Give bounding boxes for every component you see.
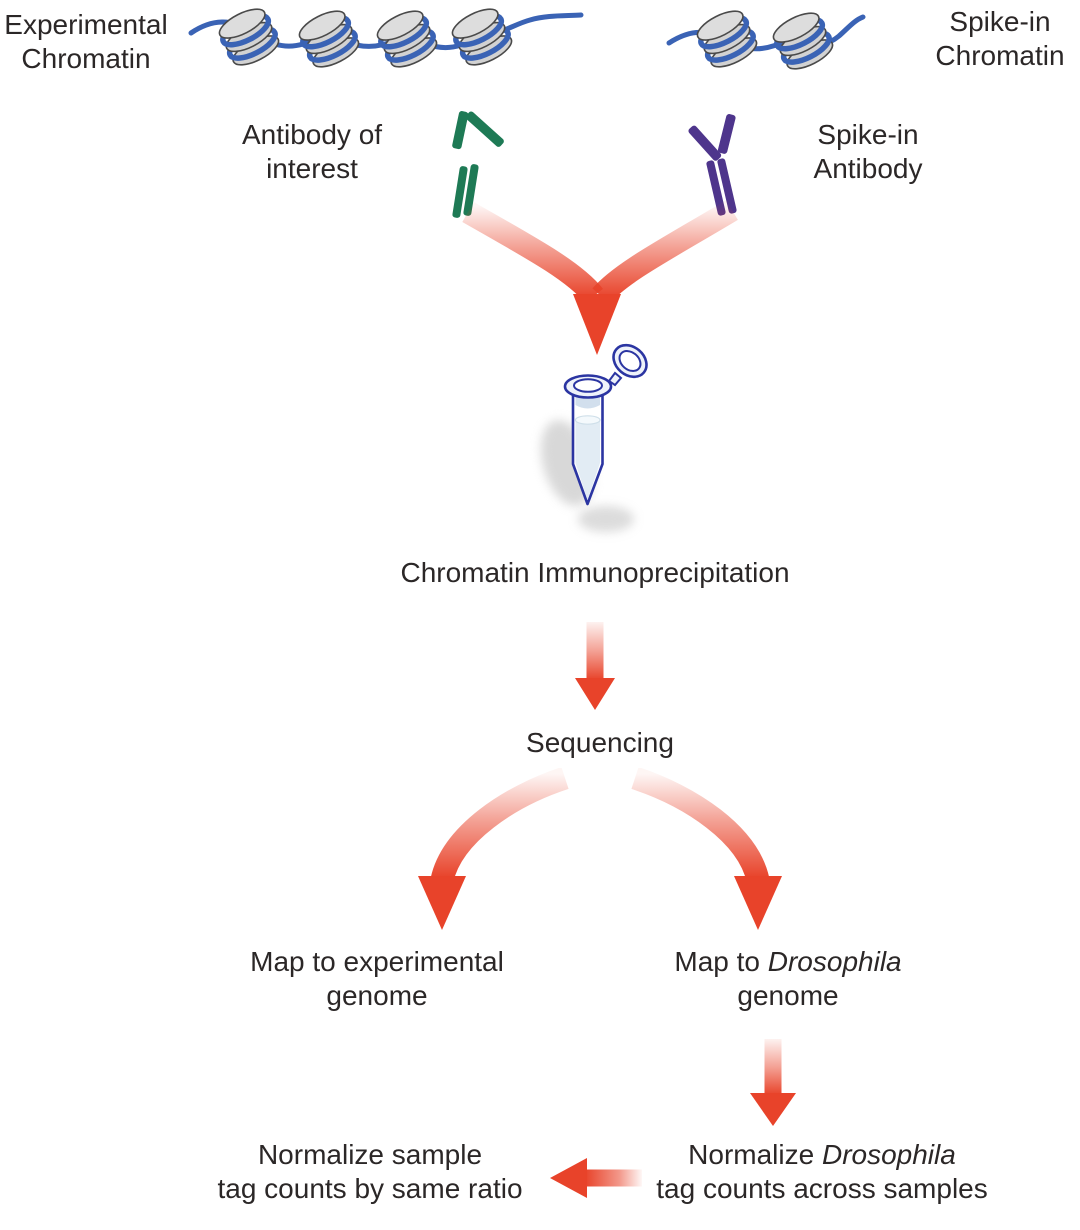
label-line: Spike-in xyxy=(949,6,1051,37)
label-line: Experimental xyxy=(4,9,168,40)
spike-in-chromatin-icon xyxy=(666,0,866,80)
label-line: Map to Drosophila xyxy=(674,945,901,979)
branch-arrows-icon xyxy=(418,768,782,930)
nucleosome-icon xyxy=(215,3,282,70)
label-line: Spike-in xyxy=(817,119,919,150)
label-text-italic: Drosophila xyxy=(767,946,902,977)
label-line: Antibody xyxy=(813,153,923,184)
label-line: Map to experimental xyxy=(250,946,504,977)
label-line: genome xyxy=(326,980,428,1011)
label-normalize-drosophila: Normalize Drosophila tag counts across s… xyxy=(656,1138,988,1206)
liquid-surface xyxy=(574,415,601,425)
down-arrow-icon xyxy=(750,1039,796,1126)
branch-arrowhead-left xyxy=(418,876,466,930)
label-normalize-sample: Normalize sample tag counts by same rati… xyxy=(217,1138,522,1206)
label-sequencing: Sequencing xyxy=(526,726,674,760)
label-line: tag counts across samples xyxy=(656,1173,988,1204)
arrow-shaft xyxy=(764,1039,782,1095)
spike-in-antibody-icon xyxy=(688,114,737,216)
label-line: genome xyxy=(737,980,839,1011)
branch-band-right xyxy=(631,768,770,884)
label-text-italic: Drosophila xyxy=(821,1139,956,1170)
branch-arrowhead-right xyxy=(734,876,782,930)
merge-arrowhead xyxy=(573,294,621,355)
label-chromatin-immunoprecipitation: Chromatin Immunoprecipitation xyxy=(400,556,789,590)
arrowhead xyxy=(750,1093,796,1126)
label-spike-in-chromatin: Spike-in Chromatin xyxy=(935,5,1064,73)
antibody-shape xyxy=(452,111,504,218)
label-text: Normalize xyxy=(688,1139,822,1170)
label-map-drosophila: Map to Drosophila genome xyxy=(674,945,901,1013)
tube-shadow xyxy=(578,506,634,532)
label-antibody-of-interest: Antibody of interest xyxy=(242,118,382,186)
arrow-shaft xyxy=(586,622,604,680)
down-arrow-icon xyxy=(575,622,615,710)
cap-hinge xyxy=(607,371,623,387)
merge-band-right xyxy=(592,200,738,304)
tube-cap xyxy=(612,343,648,379)
arrow-shaft xyxy=(585,1169,642,1187)
branch-band-left xyxy=(430,768,569,884)
arrowhead xyxy=(550,1158,587,1198)
nucleosome-icon xyxy=(769,7,836,74)
tube-rim-inner xyxy=(573,378,603,393)
nucleosome-icon xyxy=(448,3,515,70)
merge-band-left xyxy=(462,201,604,304)
label-map-experimental: Map to experimental genome xyxy=(250,945,504,1013)
label-line: Normalize sample xyxy=(257,1139,483,1170)
label-experimental-chromatin: Experimental Chromatin xyxy=(4,8,167,76)
label-line: tag counts by same ratio xyxy=(217,1173,523,1204)
arrowhead xyxy=(575,678,615,710)
label-spike-in-antibody: Spike-in Antibody xyxy=(814,118,923,186)
antibody-shape xyxy=(688,114,737,216)
nucleosome-icon xyxy=(693,5,760,72)
left-arrow-icon xyxy=(550,1158,642,1198)
label-line: Chromatin Immunoprecipitation xyxy=(400,557,790,588)
tube-icon xyxy=(540,343,648,532)
label-line: Chromatin xyxy=(935,40,1065,71)
merge-arrow-icon xyxy=(462,200,738,355)
experimental-chromatin-icon xyxy=(188,0,584,80)
label-line: interest xyxy=(266,153,358,184)
label-text: Map to xyxy=(674,946,768,977)
tube-liquid xyxy=(575,419,600,500)
label-line: Normalize Drosophila xyxy=(656,1138,988,1172)
antibody-of-interest-icon xyxy=(452,111,504,218)
nucleosome-icon xyxy=(295,5,362,72)
label-line: Sequencing xyxy=(526,727,674,758)
label-line: Chromatin xyxy=(21,43,151,74)
nucleosome-icon xyxy=(373,5,440,72)
label-line: Antibody of xyxy=(241,119,383,150)
